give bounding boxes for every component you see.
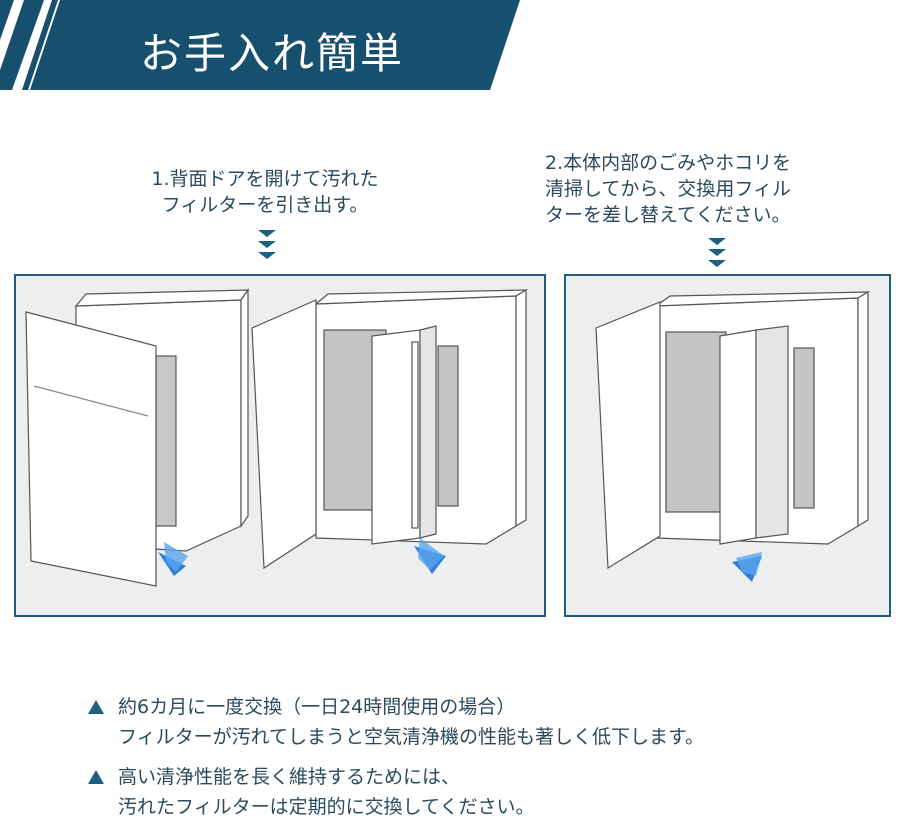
step-2-text: 2.本体内部のごみやホコリを 清掃してから、交換用フィル ターを差し替えてくださ… (545, 150, 865, 228)
step-2-line-3: ターを差し替えてください。 (545, 204, 791, 226)
filter-replacement-illustration (595, 290, 871, 582)
filter-removal-illustration (25, 288, 529, 587)
header-banner: お手入れ簡単 (0, 0, 520, 90)
note-1-line-1: 約6カ月に一度交換（一日24時間使用の場合） (118, 696, 516, 718)
illustration-panel-1 (14, 274, 546, 617)
chevron-down-icon (708, 238, 726, 267)
triangle-up-icon (88, 770, 104, 784)
step-2-line-1: 2.本体内部のごみやホコリを (545, 152, 792, 174)
header-stripes-graphic (0, 0, 520, 90)
step-1-line-1: 1.背面ドアを開けて汚れた (151, 168, 379, 190)
page-title: お手入れ簡単 (140, 29, 405, 78)
step-1-text: 1.背面ドアを開けて汚れた フィルターを引き出す。 (120, 166, 410, 218)
illustration-panel-2 (564, 274, 891, 617)
step-2-line-2: 清掃してから、交換用フィル (545, 178, 792, 200)
note-1-line-2: フィルターが汚れてしまうと空気清浄機の性能も著しく低下します。 (118, 726, 705, 748)
note-2-line-2: 汚れたフィルターは定期的に交換してください。 (118, 796, 535, 818)
note-1: 約6カ月に一度交換（一日24時間使用の場合） フィルターが汚れてしまうと空気清浄… (88, 692, 704, 752)
note-2: 高い清浄性能を長く維持するためには、 汚れたフィルターは定期的に交換してください… (88, 762, 534, 822)
triangle-up-icon (88, 700, 104, 714)
note-2-line-1: 高い清浄性能を長く維持するためには、 (118, 766, 461, 788)
chevron-down-icon (258, 230, 276, 259)
step-1-line-2: フィルターを引き出す。 (161, 194, 369, 216)
